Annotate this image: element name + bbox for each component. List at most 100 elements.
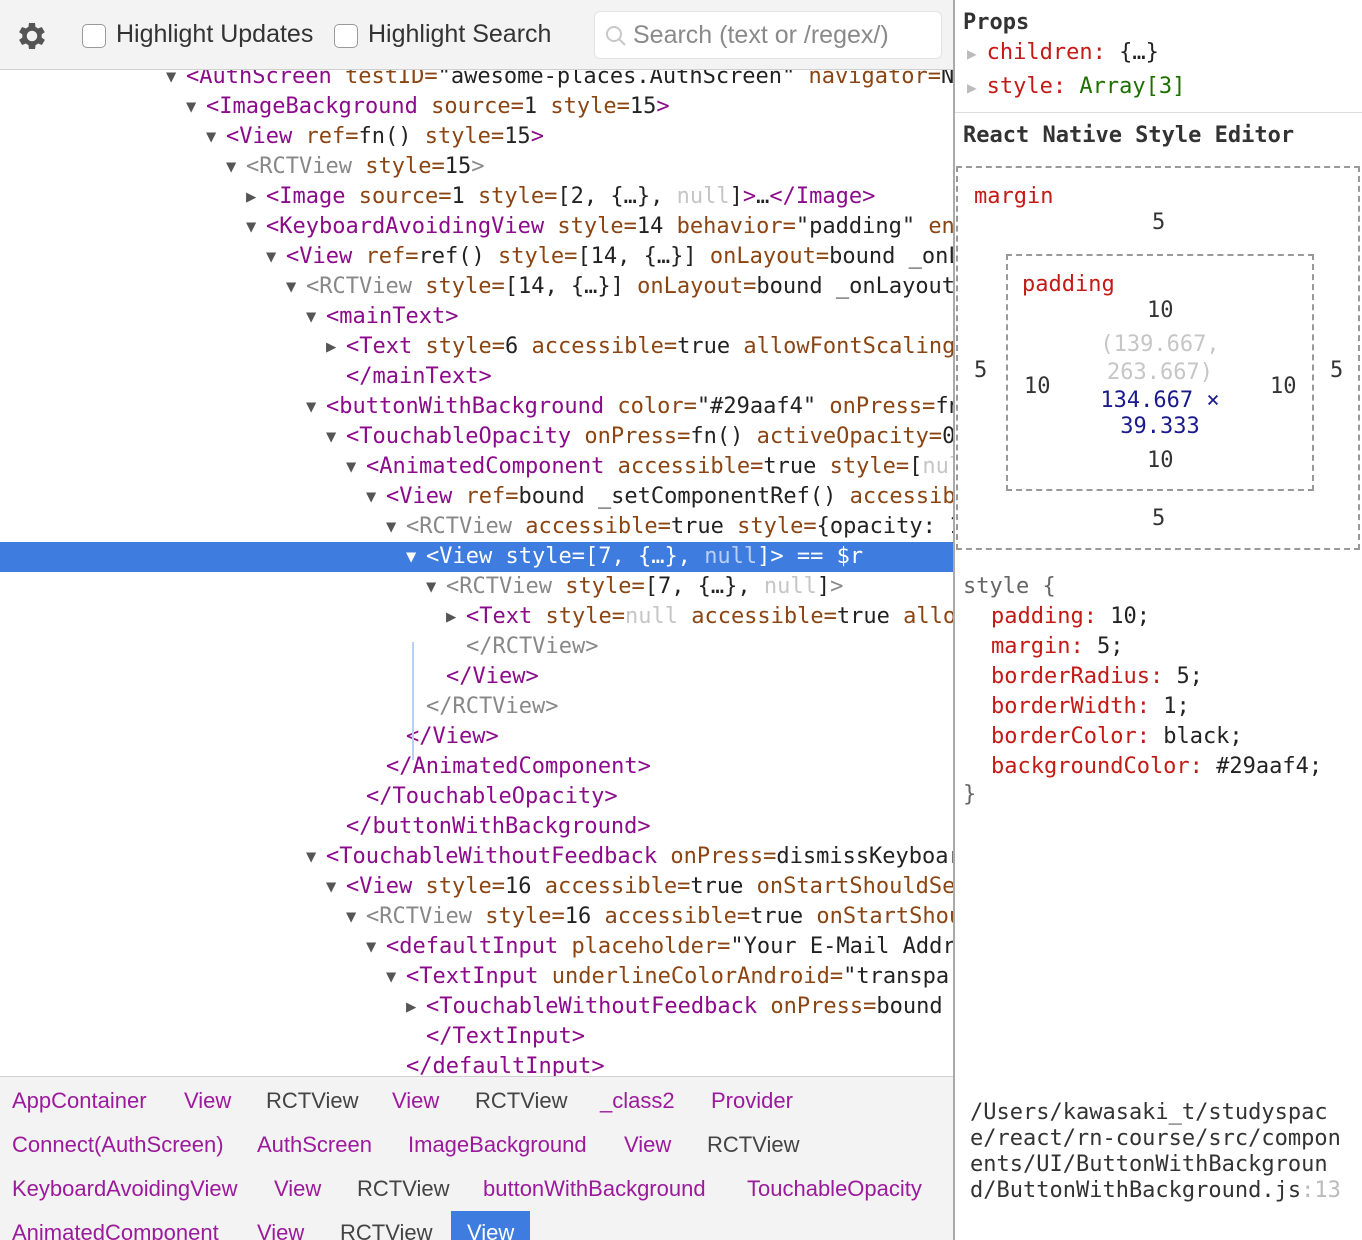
tree-row[interactable]: ▼<AnimatedComponent accessible=true styl…	[0, 452, 953, 482]
collapse-arrow-icon[interactable]: ▼	[406, 547, 417, 567]
prop-style[interactable]: ▶style: Array[3]	[967, 74, 1185, 99]
padding-right-value[interactable]: 10	[1270, 374, 1297, 399]
breadcrumb-item[interactable]: RCTView	[475, 1088, 568, 1113]
margin-right-value[interactable]: 5	[1330, 358, 1344, 383]
tree-row[interactable]: ▼<RCTView style=[7, {…}, null]>	[0, 572, 953, 602]
padding-top-value[interactable]: 10	[1147, 298, 1174, 323]
tree-row[interactable]: ▼<AuthScreen testID="awesome-places.Auth…	[0, 70, 953, 92]
tree-row[interactable]: ▼<RCTView style=[14, {…}] onLayout=bound…	[0, 272, 953, 302]
collapse-arrow-icon[interactable]: ▼	[166, 70, 177, 87]
breadcrumb-item[interactable]: View	[392, 1088, 440, 1113]
tree-row[interactable]: ▶<Text style=null accessible=true allow	[0, 602, 953, 632]
breadcrumb-item[interactable]: KeyboardAvoidingView	[12, 1176, 238, 1201]
breadcrumb-item[interactable]: View	[257, 1220, 305, 1240]
collapse-arrow-icon[interactable]: ▼	[306, 847, 317, 867]
style-rule-value[interactable]: 1;	[1163, 694, 1190, 719]
prop-children[interactable]: ▶children: {…}	[967, 40, 1159, 65]
breadcrumb-item[interactable]: AppContainer	[12, 1088, 147, 1113]
search-input[interactable]	[633, 18, 933, 52]
breadcrumb-item[interactable]: buttonWithBackground	[483, 1176, 706, 1201]
tree-row[interactable]: ▶<Image source=1 style=[2, {…}, null]>…<…	[0, 182, 953, 212]
collapse-arrow-icon[interactable]: ▼	[326, 427, 337, 447]
highlight-search-checkbox[interactable]	[334, 24, 358, 48]
tree-row[interactable]: ▼<View ref=fn() style=15>	[0, 122, 953, 152]
collapse-arrow-icon[interactable]: ▼	[346, 457, 357, 477]
breadcrumb-item[interactable]: View	[184, 1088, 232, 1113]
tree-row[interactable]: </buttonWithBackground>	[0, 812, 953, 842]
style-rule[interactable]: margin: 5;	[963, 634, 1123, 659]
tree-row[interactable]: </View>	[0, 722, 953, 752]
collapse-arrow-icon[interactable]: ▼	[246, 217, 257, 237]
style-rule[interactable]: borderWidth: 1;	[963, 694, 1190, 719]
tree-row[interactable]: ▼<defaultInput placeholder="Your E-Mail …	[0, 932, 953, 962]
collapse-arrow-icon[interactable]: ▼	[266, 247, 277, 267]
style-rule-value[interactable]: 10;	[1110, 604, 1150, 629]
collapse-arrow-icon[interactable]: ▼	[306, 397, 317, 417]
tree-row[interactable]: </mainText>	[0, 362, 953, 392]
tree-row[interactable]: ▼<buttonWithBackground color="#29aaf4" o…	[0, 392, 953, 422]
padding-bottom-value[interactable]: 10	[1147, 448, 1174, 473]
tree-row[interactable]: ▼<RCTView style=15>	[0, 152, 953, 182]
collapse-arrow-icon[interactable]: ▼	[366, 937, 377, 957]
margin-bottom-value[interactable]: 5	[1152, 506, 1166, 531]
breadcrumb-item[interactable]: TouchableOpacity	[747, 1176, 922, 1201]
collapse-arrow-icon[interactable]: ▼	[346, 907, 357, 927]
collapse-arrow-icon[interactable]: ▼	[226, 157, 237, 177]
collapse-arrow-icon[interactable]: ▼	[386, 967, 397, 987]
highlight-updates-checkbox[interactable]	[82, 24, 106, 48]
style-rule-value[interactable]: #29aaf4;	[1216, 754, 1323, 779]
breadcrumb-item[interactable]: _class2	[600, 1088, 675, 1113]
collapse-arrow-icon[interactable]: ▼	[426, 577, 437, 597]
tree-row[interactable]: ▶<TouchableWithoutFeedback onPress=bound	[0, 992, 953, 1022]
tree-row[interactable]: ▼<TouchableOpacity onPress=fn() activeOp…	[0, 422, 953, 452]
breadcrumb-item[interactable]: View	[451, 1211, 531, 1240]
tree-row[interactable]: ▼<View style=16 accessible=true onStartS…	[0, 872, 953, 902]
expand-arrow-icon[interactable]: ▶	[246, 187, 257, 207]
collapse-arrow-icon[interactable]: ▼	[366, 487, 377, 507]
style-rule[interactable]: borderRadius: 5;	[963, 664, 1203, 689]
tree-row[interactable]: </RCTView>	[0, 692, 953, 722]
breadcrumb-item[interactable]: View	[274, 1176, 322, 1201]
tree-row[interactable]: ▼<TextInput underlineColorAndroid="trans…	[0, 962, 953, 992]
breadcrumb-item[interactable]: RCTView	[266, 1088, 359, 1113]
style-rule-value[interactable]: 5;	[1096, 634, 1124, 659]
margin-top-value[interactable]: 5	[1152, 210, 1166, 235]
tree-row[interactable]: ▼<View ref=ref() style=[14, {…}] onLayou…	[0, 242, 953, 272]
panel-divider[interactable]	[953, 0, 955, 1240]
tree-row[interactable]: ▶<Text style=6 accessible=true allowFont…	[0, 332, 953, 362]
gear-icon[interactable]	[14, 18, 50, 54]
expand-arrow-icon[interactable]: ▶	[326, 337, 337, 357]
tree-row[interactable]: ▼<KeyboardAvoidingView style=14 behavior…	[0, 212, 953, 242]
style-rule-value[interactable]: 5;	[1176, 664, 1203, 689]
collapse-arrow-icon[interactable]: ▼	[326, 877, 337, 897]
expand-arrow-icon[interactable]: ▶	[446, 607, 457, 627]
collapse-arrow-icon[interactable]: ▼	[306, 307, 317, 327]
margin-left-value[interactable]: 5	[974, 358, 988, 383]
source-location[interactable]: /Users/kawasaki_t/studyspace/react/rn-co…	[970, 1100, 1350, 1204]
tree-row[interactable]: </AnimatedComponent>	[0, 752, 953, 782]
style-rule[interactable]: borderColor: black;	[963, 724, 1243, 749]
breadcrumb-item[interactable]: RCTView	[340, 1220, 433, 1240]
collapse-arrow-icon[interactable]: ▼	[186, 97, 197, 117]
style-rule[interactable]: padding: 10;	[963, 604, 1150, 629]
padding-left-value[interactable]: 10	[1024, 374, 1051, 399]
collapse-arrow-icon[interactable]: ▼	[386, 517, 397, 537]
tree-row[interactable]: ▼<mainText>	[0, 302, 953, 332]
tree-row[interactable]: </TouchableOpacity>	[0, 782, 953, 812]
tree-row[interactable]: ▼<RCTView style=16 accessible=true onSta…	[0, 902, 953, 932]
tree-row[interactable]: </View>	[0, 662, 953, 692]
breadcrumb-item[interactable]: Connect(AuthScreen)	[12, 1132, 224, 1157]
tree-row[interactable]: ▼<ImageBackground source=1 style=15>	[0, 92, 953, 122]
breadcrumb-item[interactable]: ImageBackground	[408, 1132, 587, 1157]
tree-row[interactable]: ▼<RCTView accessible=true style={opacity…	[0, 512, 953, 542]
tree-row[interactable]: ▼<View ref=bound _setComponentRef() acce…	[0, 482, 953, 512]
breadcrumb-item[interactable]: RCTView	[357, 1176, 450, 1201]
breadcrumb-item[interactable]: Provider	[711, 1088, 793, 1113]
style-rule[interactable]: backgroundColor: #29aaf4;	[963, 754, 1322, 779]
expand-arrow-icon[interactable]: ▶	[406, 997, 417, 1017]
breadcrumb-item[interactable]: View	[624, 1132, 672, 1157]
breadcrumb-item[interactable]: AuthScreen	[257, 1132, 372, 1157]
tree-row-selected[interactable]: ▼<View style=[7, {…}, null]> == $r	[0, 542, 953, 572]
tree-row[interactable]: ▼<TouchableWithoutFeedback onPress=dismi…	[0, 842, 953, 872]
breadcrumb-item[interactable]: RCTView	[707, 1132, 800, 1157]
